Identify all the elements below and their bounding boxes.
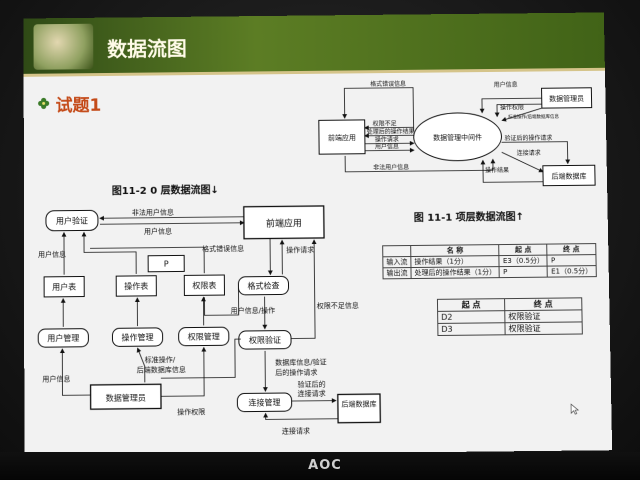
flow-std-op: 标准操作/ [145,355,176,364]
user-verify-process [45,210,99,232]
op-table-label: 操作表 [124,281,148,291]
flow-db-info-verify: 数据库信息/验证 [275,357,327,367]
auth-table-label: 权限表 [192,280,216,290]
flow-conn-request-short: 连接请求 [298,389,326,398]
level0-title: 图11-2 0 层数据流图↓ [112,183,219,197]
monitor-bottom-bezel [0,452,640,480]
context-diagram: 前端应用 数据管理中间件 数据管理员 后端数据库 [318,78,595,188]
mouse-cursor-icon [571,404,578,414]
ctx-flow-format-error: 格式错误信息 [370,80,406,88]
auth-table-store [183,274,225,296]
flower-bullet-icon [38,98,50,110]
user-mgmt-process [38,329,88,348]
user-mgmt-label: 用户管理 [47,333,79,343]
auth-mgmt-label: 权限管理 [188,331,220,341]
flow-op-request: 操作请求 [286,245,314,254]
ctx-db-admin-box [542,88,592,108]
ctx-flow-illegal: 非法用户信息 [373,163,409,171]
ctx-flow-user-info: 用户信息 [375,142,399,150]
flow-verified-conn: 验证后的 [297,379,325,388]
flow-op-auth: 操作权限 [177,407,205,416]
ctx-flow-std-op: 标准操作/后端数据库信息 [508,113,559,121]
user-table-label: 用户表 [52,282,76,292]
ctx-backend-db-label: 后端数据库 [551,171,586,180]
backend-db-label: 后端数据库 [341,399,376,408]
op-mgmt-label: 操作管理 [121,332,153,342]
flow-user-info-left: 用户信息 [38,250,66,259]
frontend-label: 前端应用 [266,217,302,229]
conn-mgmt-label: 连接管理 [248,397,280,407]
ctx-flow-op-request: 操作请求 [375,135,399,143]
ctx-db-admin-label: 数据管理员 [549,94,584,103]
flow-illegal-user: 非法用户信息 [132,207,174,216]
user-table-store [43,275,85,297]
flow-user-info-bottom: 用户信息 [42,374,70,383]
flow-after-op-request: 后的操作请求 [275,367,317,377]
ctx-flow-conn: 连接请求 [517,149,541,157]
db-admin-entity [91,384,161,409]
conn-mgmt-process [237,393,291,412]
backend-db-entity [338,394,381,423]
ctx-flow-insufficient: 权限不足 [373,120,397,128]
flow-backend-db-info: 后端数据库信息 [137,365,186,375]
ctx-frontend-label: 前端应用 [328,133,356,142]
auth-verify-process [239,331,291,350]
ctx-backend-db-box [543,165,595,185]
p-label: P [164,260,169,269]
db-admin-label: 数据管理员 [106,392,146,403]
ctx-frontend-box [319,120,365,154]
flow-insufficient-auth: 权限不足信息 [317,301,359,311]
auth-mgmt-process [179,327,229,346]
ctx-middleware-circle [413,113,501,162]
user-verify-label: 用户验证 [56,215,88,225]
ctx-flow-verified: 验证后的操作请求 [504,134,552,142]
flow-conn-request: 连接请求 [282,426,310,435]
mouse-cursor-layer [24,12,613,456]
op-mgmt-process [112,328,162,347]
data-flow-diagrams: 前端应用 数据管理中间件 数据管理员 后端数据库 [24,12,613,456]
ctx-flow-after-op: 处理后的操作结果 [367,127,415,135]
flow-format-error: 格式错误信息 [202,244,244,253]
ctx-flow-op-result: 操作结果 [485,166,509,174]
p-process [147,254,185,272]
op-table-store [115,274,157,297]
level0-diagram: 用户验证 前端应用 P 格式检查 权限验证 连接管理 后端数据库 [38,205,381,438]
monitor-brand-logo: AOC [308,458,342,473]
ctx-flow-user-info-right: 用户信息 [494,81,518,89]
flow-user-info-top: 用户信息 [144,226,172,235]
flow-user-info-op: 用户信息/操作 [231,306,276,316]
ctx-middleware-label: 数据管理中间件 [433,133,482,142]
format-check-label: 格式检查 [247,280,279,290]
context-title: 图 11-1 项层数据流图↑ [414,210,524,224]
presentation-slide: 数据流图 试题1 前端应用 数据管理中间件 数据管理员 后 [24,12,613,456]
auth-verify-label: 权限验证 [249,335,281,345]
ctx-flow-op-auth: 操作权限 [500,103,524,111]
